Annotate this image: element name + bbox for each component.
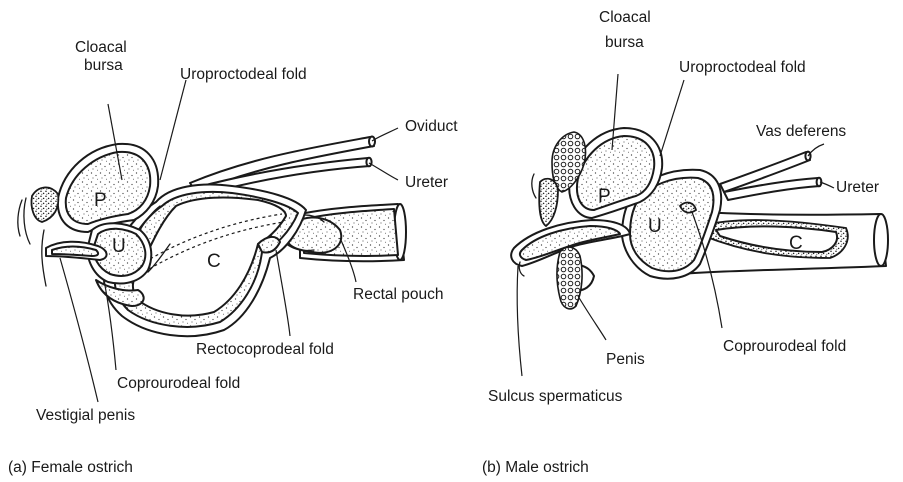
male-region-u: U <box>648 216 662 237</box>
male-cloaca-drawing <box>511 128 888 309</box>
rectocoprodeal-fold-label: Rectocoprodeal fold <box>196 341 334 358</box>
female-cloacal-bursa-label-2: bursa <box>84 57 123 74</box>
penis-label: Penis <box>606 351 645 368</box>
female-cloacal-bursa-label-1: Cloacal <box>75 39 127 56</box>
oviduct-label: Oviduct <box>405 118 458 135</box>
male-ureter-label: Ureter <box>836 179 879 196</box>
vas-deferens-label: Vas deferens <box>756 123 846 140</box>
female-region-c: C <box>207 251 221 272</box>
male-region-c: C <box>789 233 803 254</box>
female-coprourodeal-fold-label: Coprourodeal fold <box>117 375 240 392</box>
female-ureter-label: Ureter <box>405 174 448 191</box>
male-cloacal-bursa-label-1: Cloacal <box>599 9 651 26</box>
female-region-u: U <box>112 236 126 257</box>
female-caption: (a) Female ostrich <box>8 459 133 476</box>
female-uroproctodeal-fold-label: Uroproctodeal fold <box>180 66 307 83</box>
female-region-p: P <box>94 190 107 211</box>
vestigial-penis-label: Vestigial penis <box>36 407 135 424</box>
male-cloacal-bursa-label-2: bursa <box>605 34 644 51</box>
female-vent-lip <box>31 187 58 222</box>
male-coprourodeal-fold-label: Coprourodeal fold <box>723 338 846 355</box>
male-penis-mesh-tissue <box>557 247 582 309</box>
male-caption: (b) Male ostrich <box>482 459 589 476</box>
male-region-p: P <box>598 186 611 207</box>
rectal-pouch-label: Rectal pouch <box>353 286 443 303</box>
sulcus-spermaticus-label: Sulcus spermaticus <box>488 388 623 405</box>
female-cloaca-drawing <box>18 137 406 337</box>
male-uroproctodeal-fold-label: Uroproctodeal fold <box>679 59 806 76</box>
